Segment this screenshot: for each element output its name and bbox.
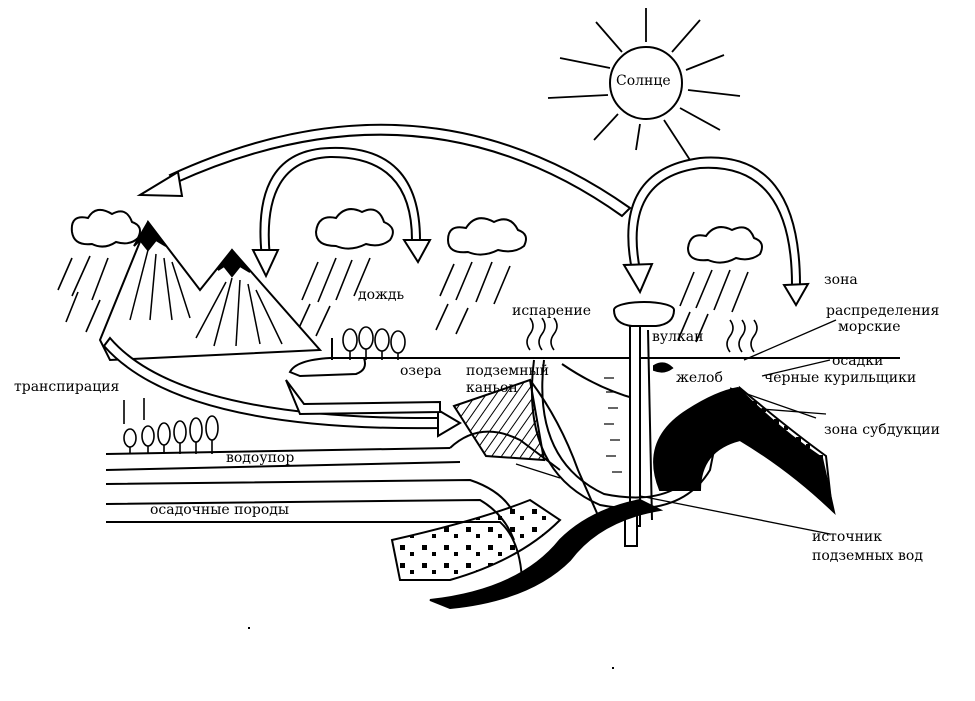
label-smokers: курильщики — [824, 370, 917, 386]
label-source-2: подземных вод — [812, 548, 923, 564]
arrow-surface-flow — [102, 336, 462, 438]
land-surface — [288, 338, 530, 378]
sun — [547, 8, 741, 161]
label-canyon-2: каньон — [466, 380, 518, 396]
canyon-wedge — [452, 378, 546, 462]
groundwater-loop — [530, 359, 725, 510]
rain-streaks — [57, 255, 749, 343]
label-source-1: источник — [812, 529, 883, 545]
cloud-middle — [314, 208, 394, 250]
label-transpiration: транспирация — [14, 379, 120, 395]
label-volcano: вулкан — [652, 329, 704, 345]
label-black: черные — [764, 370, 820, 386]
cloud-right — [686, 226, 763, 264]
label-marine-2: осадки — [832, 353, 884, 369]
subduction-plate — [653, 385, 836, 515]
label-lakes: озера — [400, 363, 442, 379]
label-canyon-1: подземный — [466, 363, 549, 379]
arrow-rain-loop-left — [251, 146, 432, 279]
mountains — [98, 220, 323, 362]
evaporation-wisps — [526, 317, 758, 353]
label-marine-1: морские — [838, 319, 901, 335]
leader-lines — [515, 319, 837, 535]
label-zone-2: распределения — [826, 303, 940, 319]
label-subduction: зона субдукции — [824, 422, 940, 438]
specks — [248, 627, 614, 669]
volcano-pipe — [613, 301, 675, 547]
trees-low — [123, 398, 219, 454]
label-sedimentary: осадочные породы — [150, 502, 290, 518]
label-aquitard: водоупор — [226, 450, 295, 466]
label-evaporation: испарение — [512, 303, 592, 319]
arrow-sun-to-mountains — [136, 123, 632, 218]
label-zone-1: зона — [824, 272, 858, 288]
ocean — [529, 357, 900, 521]
lower-plate — [390, 498, 664, 610]
label-rain: дождь — [358, 287, 405, 303]
cloud-right-middle — [446, 217, 527, 256]
cloud-left — [70, 208, 141, 248]
label-sun: Солнце — [616, 73, 671, 89]
arrow-rain-loop-right — [622, 156, 810, 307]
trees-hill — [342, 326, 406, 360]
label-trench: желоб — [676, 370, 723, 386]
